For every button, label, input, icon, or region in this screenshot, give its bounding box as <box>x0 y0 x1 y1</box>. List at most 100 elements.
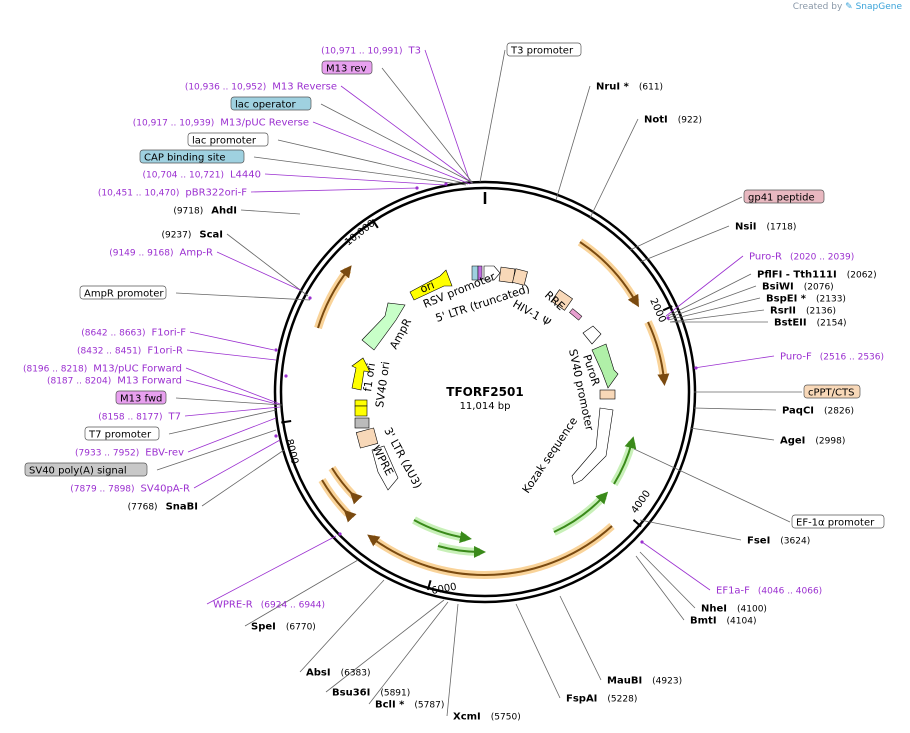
feature-label-m13-puc-reverse[interactable]: (10,917 .. 10,939)M13/pUC Reverse <box>133 118 309 129</box>
f1ori-label: f1 ori <box>361 362 378 392</box>
feature-label-f1ori-f[interactable]: (8642 .. 8663)F1ori-F <box>81 328 186 339</box>
feature-label-xcmi[interactable]: XcmI(5750) <box>453 712 521 723</box>
feature-label-f1ori-r[interactable]: (8432 .. 8451)F1ori-R <box>77 346 183 357</box>
feature-label-m13-puc-forward[interactable]: (8196 .. 8218)M13/pUC Forward <box>23 364 182 375</box>
feature-label-l4440[interactable]: (10,704 .. 10,721)L4440 <box>143 170 261 181</box>
feature-label-lac-operator[interactable]: lac operator <box>230 96 312 111</box>
orf-layer <box>314 238 670 579</box>
feature-label-bcli-[interactable]: BclI *(5787) <box>375 700 444 711</box>
leader-line <box>277 139 469 185</box>
leader-line <box>589 118 639 219</box>
enzyme-name: PflFI - Tth111I <box>757 270 837 281</box>
primer-site-mark <box>666 316 670 320</box>
feature-label-cppt-cts[interactable]: cPPT/CTS <box>803 384 861 399</box>
feature-label-ampr-promoter[interactable]: AmpR promoter <box>79 285 167 300</box>
leader-line <box>639 225 730 263</box>
feature-label-pbr322ori-f[interactable]: (10,451 .. 10,470)pBR322ori-F <box>98 188 247 199</box>
feature-label-nhei[interactable]: NheI(4100) <box>701 604 767 615</box>
primer-site-mark <box>640 540 644 544</box>
feature-label-ebv-rev[interactable]: (7933 .. 7952)EBV-rev <box>75 448 184 459</box>
ltr5-feature[interactable] <box>483 265 501 281</box>
primer-coords: (8158 .. 8177) <box>98 413 162 423</box>
hiv-psi-feature[interactable] <box>498 266 516 284</box>
primer-coords: (2516 .. 2536) <box>820 353 884 363</box>
enzyme-label: SpeI(6770) <box>251 622 316 633</box>
feature-label-bmti[interactable]: BmtI(4104) <box>690 616 756 627</box>
enzyme-position: (2998) <box>815 437 845 447</box>
ef1a-promoter-feature[interactable] <box>571 407 614 485</box>
primer-name: Amp-R <box>180 248 214 259</box>
feature-label-nsii[interactable]: NsiI(1718) <box>735 222 796 233</box>
feature-label-absi[interactable]: AbsI(6383) <box>306 668 371 679</box>
enzyme-name: FseI <box>747 536 770 547</box>
ltr3-feature[interactable] <box>355 427 379 449</box>
feature-label-bsu36i[interactable]: Bsu36I(5891) <box>332 688 410 699</box>
feature-label-cap-binding-site[interactable]: CAP binding site <box>139 149 245 164</box>
feature-label-nrui-[interactable]: NruI *(611) <box>596 82 663 93</box>
puror-feature[interactable] <box>591 343 619 389</box>
primer-name: M13 Reverse <box>272 82 337 93</box>
feature-label-t3-promoter[interactable]: T3 promoter <box>506 42 582 57</box>
feature-label-snabi[interactable]: (7768)SnaBI <box>128 502 198 513</box>
primer-label: (7879 .. 7898)SV40pA-R <box>70 484 190 495</box>
feature-label-fsei[interactable]: FseI(3624) <box>747 536 810 547</box>
feature-label-agei[interactable]: AgeI(2998) <box>780 436 845 447</box>
feature-label-wpre-r[interactable]: WPRE-R(6924 .. 6944) <box>213 600 325 611</box>
feature-label-t7-promoter[interactable]: T7 promoter <box>84 426 160 441</box>
leader-line <box>629 196 743 251</box>
leader-line <box>312 121 471 185</box>
rre-feature[interactable] <box>551 289 573 311</box>
wpre-feature[interactable] <box>371 445 399 491</box>
f1ori-feature[interactable] <box>351 357 371 391</box>
feature-label-scai[interactable]: (9237)ScaI <box>161 230 223 241</box>
feature-label-m13-reverse[interactable]: (10,936 .. 10,952)M13 Reverse <box>185 82 337 93</box>
feature-label-amp-r[interactable]: (9149 .. 9168)Amp-R <box>109 248 213 259</box>
feature-label-sv40-poly-a-signal[interactable]: SV40 poly(A) signal <box>24 462 148 477</box>
enzyme-label: NruI *(611) <box>596 82 663 93</box>
feature-label-spei[interactable]: SpeI(6770) <box>251 622 316 633</box>
enzyme-label: (9237)ScaI <box>161 230 223 241</box>
feature-label-bsteii[interactable]: BstEII(2154) <box>774 318 847 329</box>
primer-site-mark <box>694 366 698 370</box>
leader-line <box>250 187 419 193</box>
feature-label-gp41-peptide[interactable]: gp41 peptide <box>743 189 825 204</box>
enzyme-name: AhdI <box>211 206 237 217</box>
feature-label-m13-rev[interactable]: M13 rev <box>321 60 373 75</box>
feature-label-paqci[interactable]: PaqCI(2826) <box>782 406 854 417</box>
ori-feature[interactable] <box>409 269 453 301</box>
feature-label-puro-r[interactable]: Puro-R(2020 .. 2039) <box>749 252 854 263</box>
green-arrow-4 <box>613 436 637 485</box>
feature-label-ahdi[interactable]: (9718)AhdI <box>173 206 237 217</box>
leader-line <box>226 233 309 297</box>
feature-label-pflfi-tth111i[interactable]: PflFI - Tth111I(2062) <box>757 270 877 281</box>
feature-label-fspai[interactable]: FspAI(5228) <box>566 694 637 705</box>
ampr-feature[interactable] <box>361 302 406 351</box>
enzyme-name: SnaBI <box>166 502 198 513</box>
leader-line <box>193 439 281 489</box>
leader-line <box>264 173 446 186</box>
enzyme-label: NheI(4100) <box>701 604 767 615</box>
feature-label-m13-fwd[interactable]: M13 fwd <box>115 390 167 405</box>
feature-label-bsiwi[interactable]: BsiWI(2076) <box>762 282 834 293</box>
feature-label-rsrii[interactable]: RsrII(2136) <box>770 306 836 317</box>
feature-label-ef-1-promoter[interactable]: EF-1α promoter <box>791 514 885 529</box>
leader-lines <box>156 49 802 717</box>
feature-label-t3[interactable]: (10,971 .. 10,991)T3 <box>321 46 421 57</box>
leader-line <box>667 285 757 319</box>
feature-label-m13-forward[interactable]: (8187 .. 8204)M13 Forward <box>47 376 182 387</box>
orf-arrow-upper-left <box>317 265 352 329</box>
sv40ori-feature[interactable] <box>354 399 368 407</box>
feature-label-puro-f[interactable]: Puro-F(2516 .. 2536) <box>780 352 884 363</box>
primer-name: EF1a-F <box>716 586 750 597</box>
feature-label-lac-promoter[interactable]: lac promoter <box>187 132 269 147</box>
feature-label-maubi[interactable]: MauBI(4923) <box>607 676 682 687</box>
feature-label-ef1a-f[interactable]: EF1a-F(4046 .. 4066) <box>716 586 822 597</box>
leader-line <box>299 579 385 673</box>
feature-label-bspei-[interactable]: BspEI *(2133) <box>766 294 846 305</box>
green-arc-1 <box>412 516 467 542</box>
feature-label-t7[interactable]: (8158 .. 8177)T7 <box>98 412 181 423</box>
feature-label-sv40pa-r[interactable]: (7879 .. 7898)SV40pA-R <box>70 484 190 495</box>
feature-label-noti[interactable]: NotI(922) <box>644 115 702 126</box>
primer-name: SV40pA-R <box>141 484 190 495</box>
orf-arc-upper-right <box>577 238 640 305</box>
